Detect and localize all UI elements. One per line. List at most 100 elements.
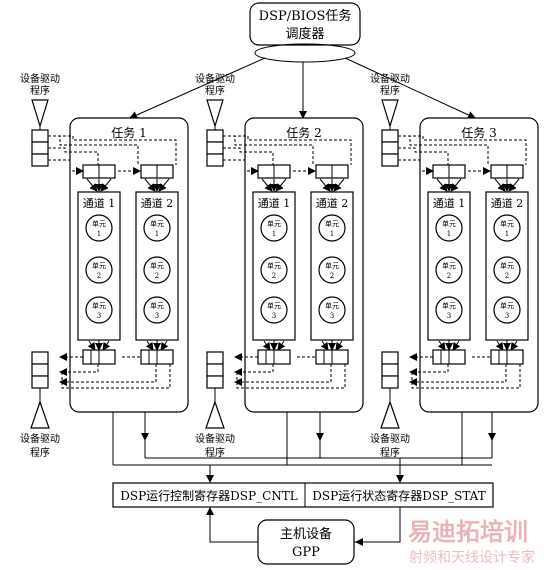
channel-label: 通道 2 [491,196,524,210]
watermark-main: 易迪拓培训 [408,518,528,546]
dashed-flow-bottom [234,353,346,389]
unit-label: 单元 [325,301,339,310]
unit-label: 单元 [442,219,456,228]
unit-number: 1 [447,230,451,238]
scheduler-line2: 调度器 [285,26,324,42]
unit-circle [435,296,463,324]
watermark: 易迪拓培训 射频和天线设计专家 [408,518,535,566]
channel-label: 通道 1 [433,196,466,210]
bottom-driver-block [30,351,50,429]
top-driver-label-line2: 程序 [205,84,225,97]
unit-number: 3 [505,312,509,320]
unit-circle [318,296,346,324]
unit-label: 单元 [267,301,281,310]
scheduler-arrows [129,57,476,119]
unit-label: 单元 [442,301,456,310]
unit-number: 1 [97,230,101,238]
channel-label: 通道 2 [141,196,174,210]
top-driver-block [381,99,399,167]
unit-number: 3 [447,312,451,320]
unit-circle [85,256,113,284]
dashed-flow-top [48,135,177,175]
host-line2: GPP [292,545,320,560]
status-register-label: DSP运行状态寄存器DSP_STAT [312,488,485,503]
top-driver-block [31,99,49,167]
unit-number: 2 [272,272,276,280]
unit-number: 2 [330,272,334,280]
unit-number: 1 [272,230,276,238]
unit-label: 单元 [150,301,164,310]
unit-label: 单元 [150,219,164,228]
unit-label: 单元 [500,301,514,310]
unit-label: 单元 [92,261,106,270]
bus-lines [112,412,496,483]
unit-circle [143,256,171,284]
top-driver-label-line1: 设备驱动 [370,72,410,85]
unit-circle [260,256,288,284]
unit-circle [85,214,113,242]
unit-label: 单元 [442,261,456,270]
unit-label: 单元 [500,219,514,228]
unit-number: 3 [330,312,334,320]
unit-circle [143,214,171,242]
unit-number: 2 [505,272,509,280]
unit-circle [260,296,288,324]
unit-label: 单元 [92,301,106,310]
unit-number: 1 [155,230,159,238]
channel-2: 通道 2 单元 1 单元 2 单元 3 [485,164,529,365]
dashed-flow-bottom [59,353,171,389]
scheduler-node: DSP/BIOS任务 调度器 [249,2,361,63]
bottom-driver-label-line1: 设备驱动 [195,432,235,445]
top-driver-label-line1: 设备驱动 [20,72,60,85]
top-driver-block [206,99,224,167]
top-driver-label-line1: 设备驱动 [195,72,235,85]
unit-circle [143,296,171,324]
channel-label: 通道 1 [83,196,116,210]
unit-circle [85,296,113,324]
unit-circle [435,256,463,284]
channel-1: 通道 1 单元 1 单元 2 单元 3 [77,164,121,365]
unit-number: 3 [97,312,101,320]
dashed-flow-top [223,135,352,175]
register-bar: DSP运行控制寄存器DSP_CNTL DSP运行状态寄存器DSP_STAT [112,482,494,508]
unit-circle [493,296,521,324]
top-driver-label-line2: 程序 [30,84,50,97]
task-title: 任务 3 [461,125,496,140]
bottom-driver-label-line2: 程序 [380,446,400,459]
scheduler-line1: DSP/BIOS任务 [259,8,352,24]
dashed-flow-bottom [409,353,521,389]
unit-circle [435,214,463,242]
channel-label: 通道 1 [258,196,291,210]
control-register-label: DSP运行控制寄存器DSP_CNTL [120,488,298,503]
unit-circle [318,214,346,242]
unit-circle [318,256,346,284]
host-node: 主机设备 GPP [206,507,401,565]
scheduler-cycle-ellipse [254,43,356,63]
watermark-sub: 射频和天线设计专家 [409,549,535,566]
unit-circle [493,256,521,284]
unit-number: 1 [330,230,334,238]
unit-number: 2 [155,272,159,280]
unit-label: 单元 [325,219,339,228]
unit-label: 单元 [92,219,106,228]
bottom-driver-label-line1: 设备驱动 [370,432,410,445]
unit-label: 单元 [500,261,514,270]
unit-number: 1 [505,230,509,238]
bottom-driver-label-line2: 程序 [30,446,50,459]
unit-label: 单元 [325,261,339,270]
bottom-driver-block [205,351,225,429]
unit-circle [493,214,521,242]
unit-number: 2 [97,272,101,280]
unit-label: 单元 [150,261,164,270]
task-title: 任务 1 [111,125,146,140]
bottom-driver-label-line2: 程序 [205,446,225,459]
task-title: 任务 2 [286,125,321,140]
unit-label: 单元 [267,219,281,228]
